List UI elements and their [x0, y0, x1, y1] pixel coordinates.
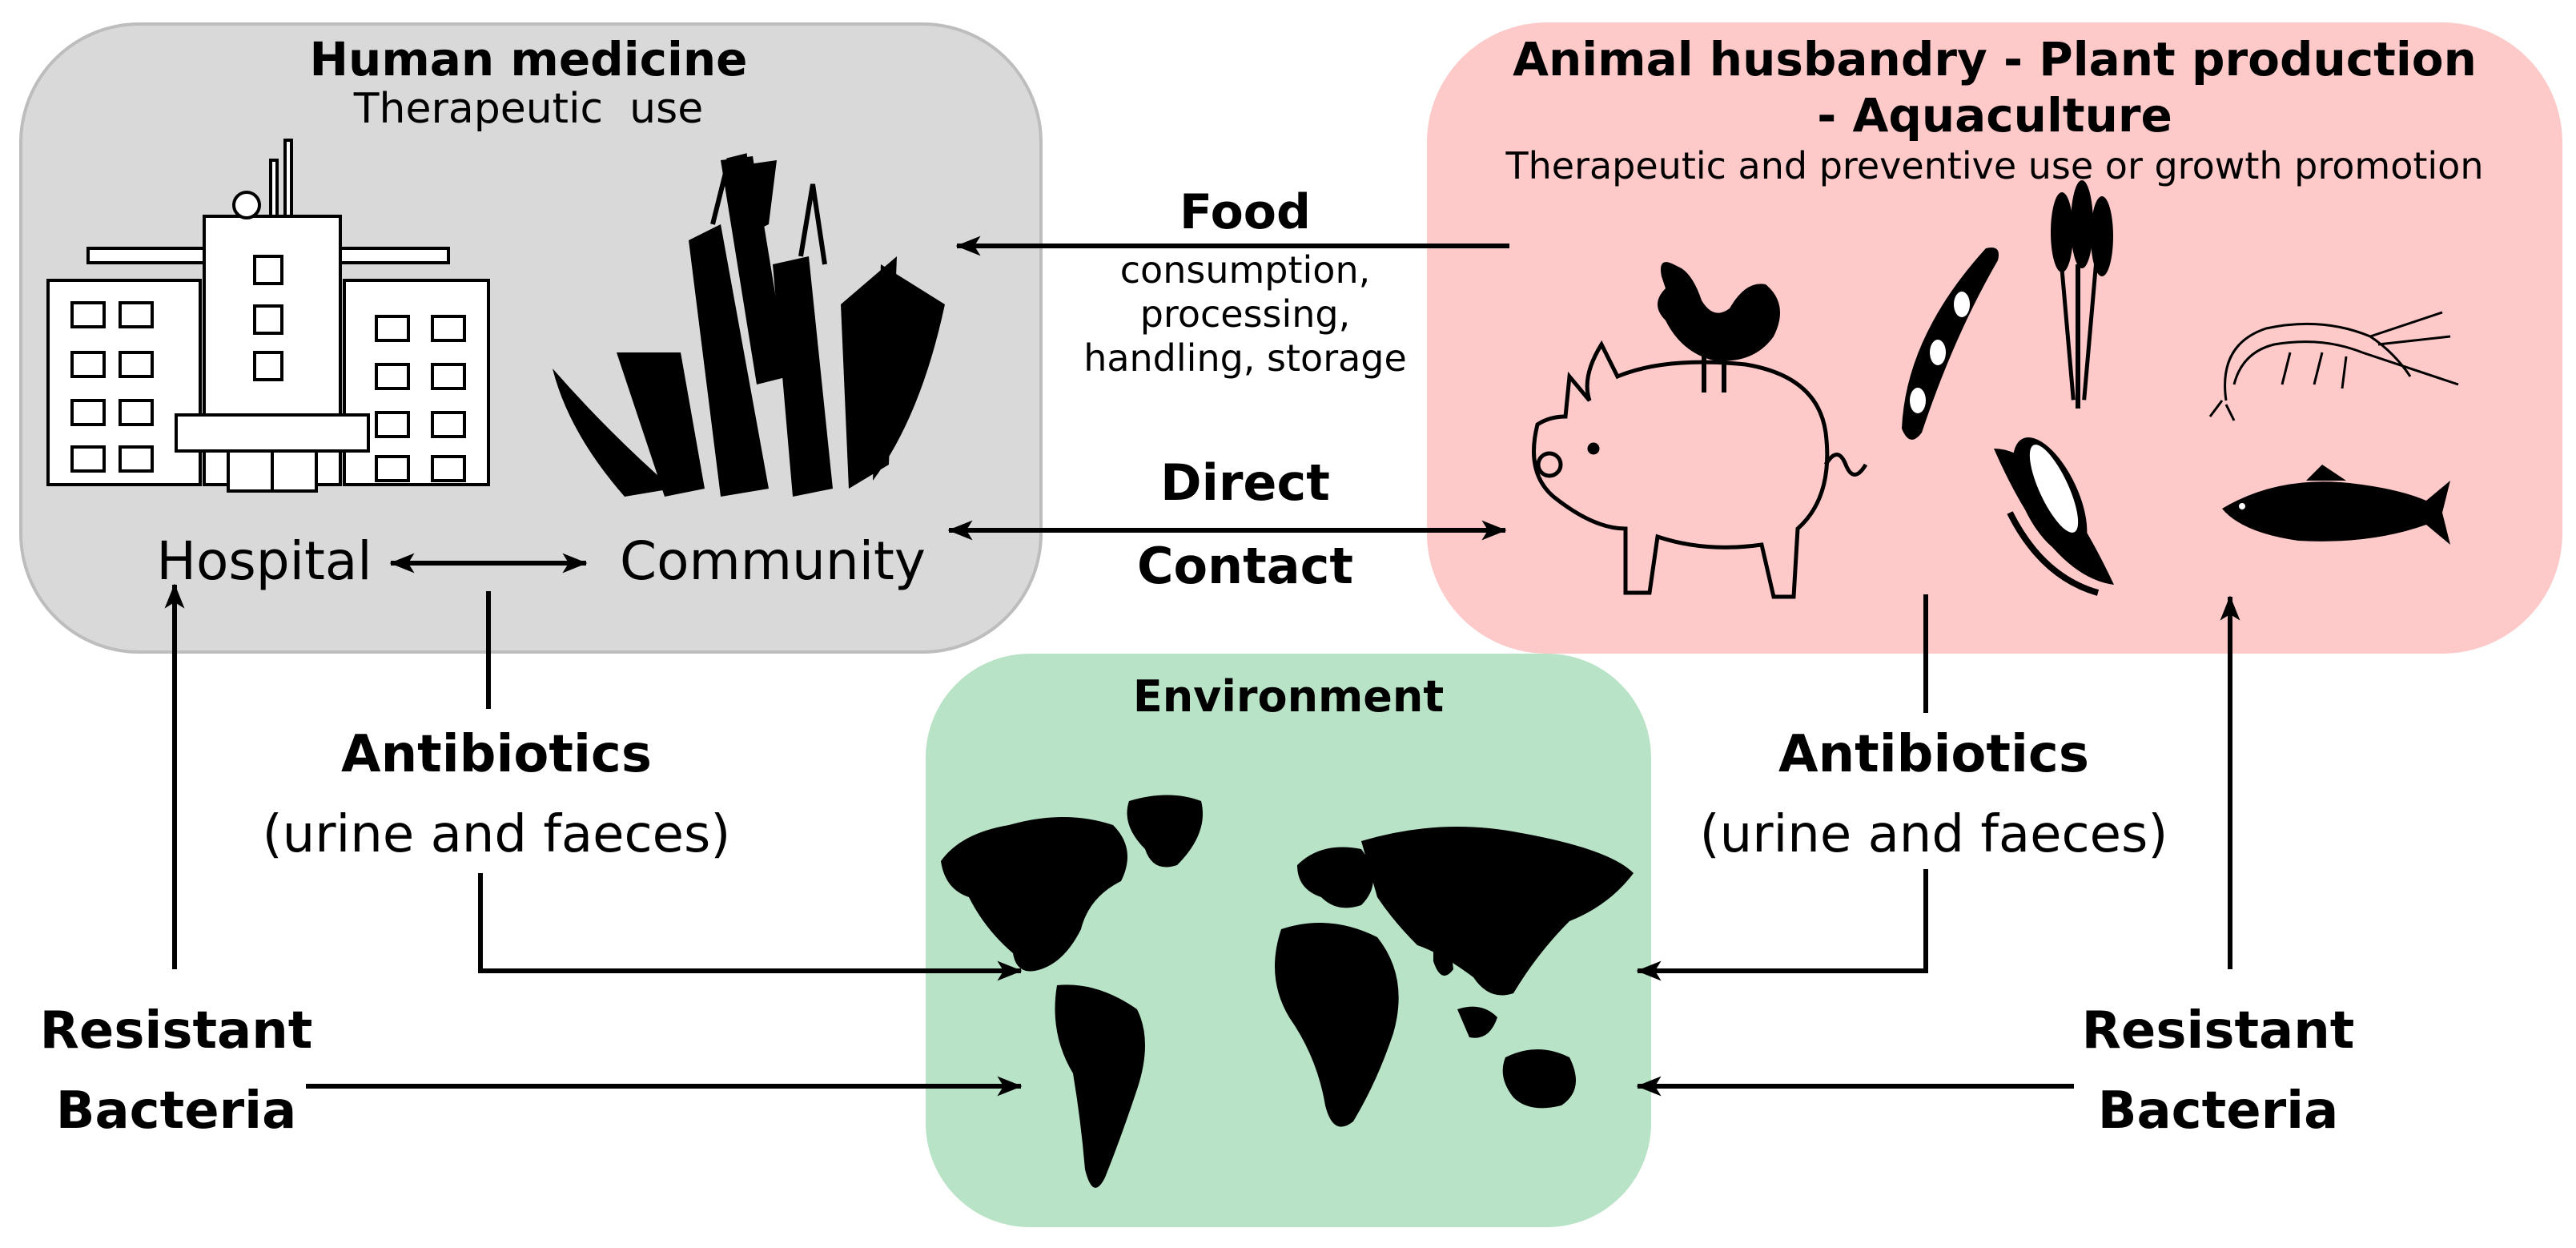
- hospital-icon: [46, 139, 490, 493]
- food-line2: processing,: [1139, 292, 1351, 336]
- direct-contact-line2: Contact: [1136, 537, 1354, 595]
- resistant-left-line2: Bacteria: [55, 1081, 297, 1141]
- food-title: Food: [1179, 184, 1311, 240]
- direct-contact-line1: Direct: [1160, 453, 1330, 512]
- resistant-left-line1: Resistant: [39, 1001, 313, 1061]
- rooster-icon: [1658, 262, 1780, 393]
- human-medicine-subtitle: Therapeutic use: [353, 85, 704, 133]
- fish-icon: [2222, 465, 2450, 545]
- shrimp-icon: [2208, 311, 2459, 421]
- food-line1: consumption,: [1119, 248, 1371, 292]
- antibiotics-left-title: Antibiotics: [341, 725, 652, 784]
- animal-title-line2: - Aquaculture: [1817, 88, 2172, 143]
- world-map-icon: [941, 795, 1634, 1188]
- animal-title-line1: Animal husbandry - Plant production: [1513, 32, 2477, 87]
- pig-icon: [1532, 340, 1868, 599]
- community-skyline-icon: [553, 156, 945, 497]
- animal-subtitle: Therapeutic and preventive use or growth…: [1505, 144, 2484, 187]
- antibiotics-right-sub: (urine and faeces): [1699, 805, 2168, 864]
- corn-icon: [1994, 437, 2114, 596]
- community-label: Community: [620, 530, 926, 592]
- environment-title: Environment: [1132, 671, 1445, 722]
- bean-pod-icon: [1902, 248, 1999, 440]
- arrows: [164, 236, 2240, 1097]
- antibiotics-right-title: Antibiotics: [1778, 725, 2089, 784]
- hospital-label: Hospital: [156, 530, 372, 592]
- food-line3: handling, storage: [1083, 336, 1407, 380]
- antibiotics-left-sub: (urine and faeces): [262, 805, 731, 864]
- wheat-icon: [2051, 180, 2113, 409]
- human-medicine-title: Human medicine: [309, 32, 748, 87]
- resistant-right-line1: Resistant: [2081, 1001, 2355, 1061]
- resistant-right-line2: Bacteria: [2097, 1081, 2339, 1141]
